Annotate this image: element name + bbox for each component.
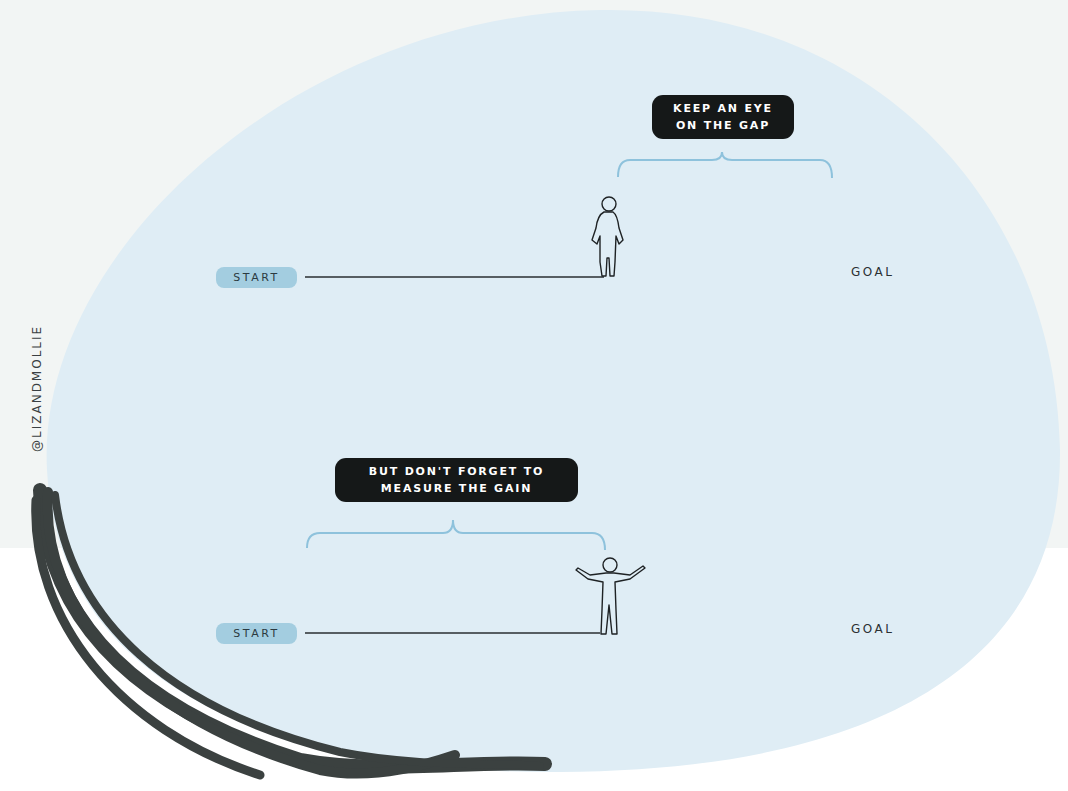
progress-line [305, 632, 600, 634]
goal-label: GOAL [851, 622, 894, 636]
watermark: @LIZANDMOLLIE [30, 325, 44, 452]
goal-label: GOAL [851, 265, 894, 279]
person-figure-celebrating [576, 558, 645, 634]
gap-bracket [618, 152, 832, 178]
background-blob [47, 10, 1060, 772]
progress-line [305, 276, 604, 278]
person-figure [592, 197, 623, 276]
start-pill: START [216, 623, 297, 644]
callout-pill: KEEP AN EYE ON THE GAP [652, 95, 794, 139]
callout-pill: BUT DON'T FORGET TO MEASURE THE GAIN [335, 458, 578, 502]
gain-bracket [307, 520, 605, 550]
start-pill: START [216, 267, 297, 288]
node-text: BUT DON'T FORGET TO MEASURE THE GAIN [345, 463, 568, 497]
node-text: KEEP AN EYE ON THE GAP [662, 100, 784, 134]
node-text: START [220, 626, 293, 641]
node-text: START [220, 270, 293, 285]
